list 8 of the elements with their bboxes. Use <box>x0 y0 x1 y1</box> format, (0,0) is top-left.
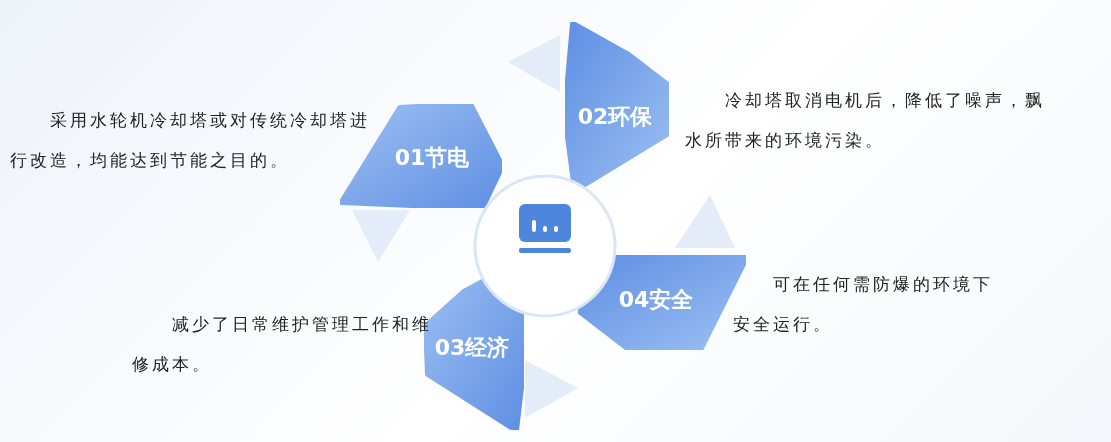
petal-title: 02环保 <box>577 103 653 131</box>
description-text: 冷却塔取消电机后，降低了噪声，飘水所带来的环境污染。 <box>685 89 1045 152</box>
petal-title: 04安全 <box>618 286 694 314</box>
petal-title: 01节电 <box>394 144 470 172</box>
description-text: 可在任何需防爆的环境下安全运行。 <box>733 273 994 336</box>
description-text: 采用水轮机冷却塔或对传统冷却塔进行改造，均能达到节能之目的。 <box>10 109 370 172</box>
petal-title: 03经济 <box>434 334 510 362</box>
description-text: 减少了日常维护管理工作和维修成本。 <box>132 313 432 376</box>
